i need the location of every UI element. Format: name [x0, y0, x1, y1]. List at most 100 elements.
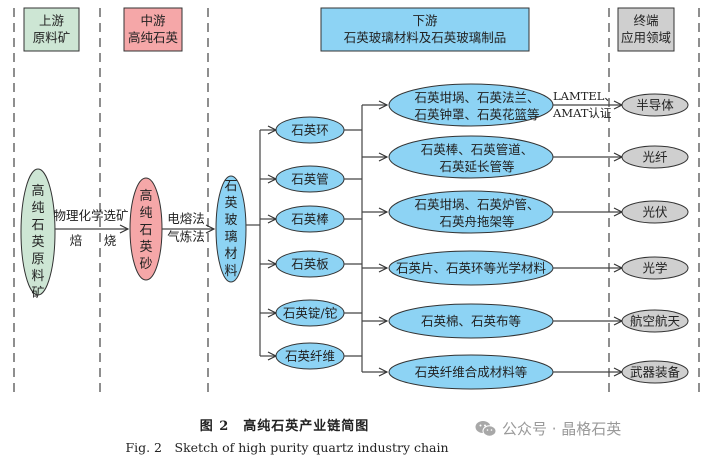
certification-label-line1: LAMTEL、: [553, 89, 616, 103]
stage-header-box: [617, 7, 675, 52]
quartz-glass-material-node-char: 石: [224, 179, 237, 194]
quartz-glass-material-node-char: 材: [224, 247, 237, 262]
product-group-node: 石英棉、石英布等: [388, 303, 554, 339]
raw-ore-node-char: 高: [31, 183, 44, 199]
product-node-label: 石英纤维: [285, 349, 335, 364]
raw-ore-node-char: 英: [31, 235, 44, 250]
raw-ore-node-char: 矿: [31, 286, 44, 301]
quartz-glass-material-node-char: 璃: [224, 230, 237, 245]
product-node: 石英管: [275, 165, 345, 193]
application-node-label: 航空航天: [630, 314, 681, 329]
application-node: 航空航天: [621, 309, 689, 333]
process-electrofusion-label: 电熔法: [167, 211, 205, 226]
product-group-line2: 石英钟罩、石英花篮等: [414, 107, 539, 122]
product-node: 石英板: [275, 250, 345, 278]
application-node-shape: [621, 360, 689, 384]
quartz-glass-material-node-char: 英: [224, 196, 237, 211]
product-group-line1: 石英坩埚、石英法兰、: [414, 90, 539, 105]
stage-header-subtitle: 高纯石英: [128, 30, 179, 45]
product-group-node: 石英坩埚、石英炉管、石英舟拖架等: [388, 190, 554, 234]
high-purity-sand-node-char: 高: [139, 188, 152, 204]
application-node-label: 光学: [642, 261, 667, 276]
high-purity-sand-node-char: 英: [139, 240, 152, 255]
stage-header-box: [320, 7, 530, 52]
stage-header-title: 上游: [39, 13, 65, 28]
wechat-icon: [475, 420, 497, 437]
product-group-line1: 石英棒、石英管道、: [421, 142, 534, 157]
application-node-label: 半导体: [636, 98, 674, 113]
product-group-line1: 石英坩埚、石英炉管、: [414, 197, 539, 212]
stage-header-title: 中游: [140, 13, 166, 28]
stage-header-box: [123, 7, 183, 52]
product-node-label: 石英管: [291, 172, 329, 187]
process-calcination-label-b: 烧: [104, 233, 117, 248]
watermark: 公众号 · 晶格石英: [475, 418, 621, 439]
product-group-node: 石英坩埚、石英法兰、石英钟罩、石英花篮等: [388, 83, 554, 127]
application-node-label: 光伏: [642, 205, 668, 220]
application-node-label: 光纤: [642, 150, 668, 165]
product-node: 石英锭/铊: [275, 299, 345, 327]
raw-ore-node-shape: [20, 168, 56, 296]
product-node-label: 石英锭/铊: [283, 306, 338, 321]
figure-caption-en: Fig. 2 Sketch of high purity quartz indu…: [0, 437, 709, 456]
raw-ore-node-char: 料: [31, 269, 44, 284]
stage-header-subtitle: 石英玻璃材料及石英玻璃制品: [344, 30, 507, 45]
certification-label-line2: AMAT认证: [552, 106, 612, 120]
application-node: 光伏: [621, 200, 689, 224]
product-group-label: 石英棉、石英布等: [421, 314, 521, 329]
product-group-node: 石英棒、石英管道、石英延长管等: [388, 135, 554, 179]
application-node-shape: [621, 309, 689, 333]
stage-dividers: [13, 8, 700, 397]
product-group-label: 石英片、石英环等光学材料: [396, 261, 547, 276]
figure-caption-cn: 图 2 高纯石英产业链简图: [0, 415, 709, 434]
product-node-label: 石英板: [291, 257, 329, 272]
caption-cn-text: 图 2 高纯石英产业链简图: [199, 419, 370, 434]
product-group-line2: 石英延长管等: [439, 159, 514, 174]
application-node-shape: [621, 256, 689, 280]
process-flame-fusion-label: 气炼法: [167, 229, 205, 244]
product-node-label: 石英棒: [291, 212, 329, 227]
application-node: 光纤: [621, 145, 689, 169]
raw-ore-node-char: 纯: [31, 201, 44, 216]
product-node: 石英棒: [275, 205, 345, 233]
application-node-shape: [621, 93, 689, 117]
quartz-glass-material-node-char: 料: [224, 264, 237, 279]
application-node: 光学: [621, 256, 689, 280]
application-node-shape: [621, 200, 689, 224]
product-group-label: 石英纤维合成材料等: [415, 365, 528, 380]
stage-header-subtitle: 原料矿: [33, 30, 71, 45]
stage-header-subtitle: 应用领域: [621, 30, 671, 45]
high-purity-sand-node-char: 砂: [139, 257, 152, 272]
application-node-label: 武器装备: [630, 365, 681, 380]
product-group-node: 石英片、石英环等光学材料: [388, 250, 554, 286]
process-beneficiation-label: 物理化学选矿: [53, 208, 128, 223]
quartz-glass-material-node-shape: [215, 175, 247, 283]
product-group-node: 石英纤维合成材料等: [388, 354, 554, 390]
quartz-glass-material-node: 石英玻璃材料: [215, 175, 247, 283]
raw-ore-node-char: 石: [31, 218, 44, 233]
application-node: 武器装备: [621, 360, 689, 384]
product-node: 石英环: [275, 116, 345, 144]
process-calcination-label-a: 焙: [70, 233, 83, 248]
product-group-line2: 石英舟拖架等: [439, 214, 514, 229]
product-node: 石英纤维: [275, 342, 345, 370]
watermark-text: 公众号 · 晶格石英: [502, 420, 622, 438]
high-purity-sand-node-char: 纯: [139, 206, 152, 221]
raw-ore-node-char: 原: [31, 252, 44, 267]
quartz-glass-material-node-char: 玻: [224, 213, 237, 228]
caption-en-text: Fig. 2 Sketch of high purity quartz indu…: [125, 440, 449, 455]
application-node-shape: [621, 145, 689, 169]
stage-header-title: 终端: [633, 13, 658, 28]
application-node: 半导体: [621, 93, 689, 117]
stage-header-box: [23, 7, 80, 52]
high-purity-sand-node-char: 石: [139, 223, 152, 238]
product-node-label: 石英环: [291, 123, 329, 138]
stage-header-title: 下游: [412, 13, 438, 28]
